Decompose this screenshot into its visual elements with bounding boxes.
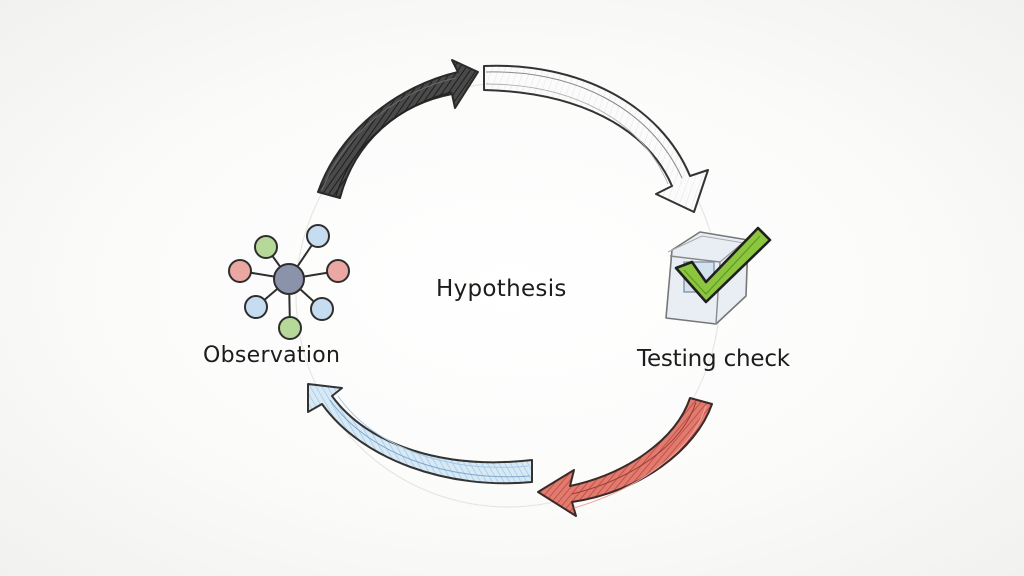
hypothesis-label: Hypothesis [436, 276, 567, 302]
arrow-top-right [483, 64, 709, 213]
observation-label: Observation [203, 343, 341, 368]
network-graph-icon [228, 224, 350, 340]
arrow-top-left [317, 59, 479, 199]
arrow-bottom-right [537, 397, 713, 517]
checkbox-check-icon [665, 226, 772, 325]
arrow-bottom-left [307, 383, 533, 485]
testing-check-label: Testing check [637, 346, 790, 372]
